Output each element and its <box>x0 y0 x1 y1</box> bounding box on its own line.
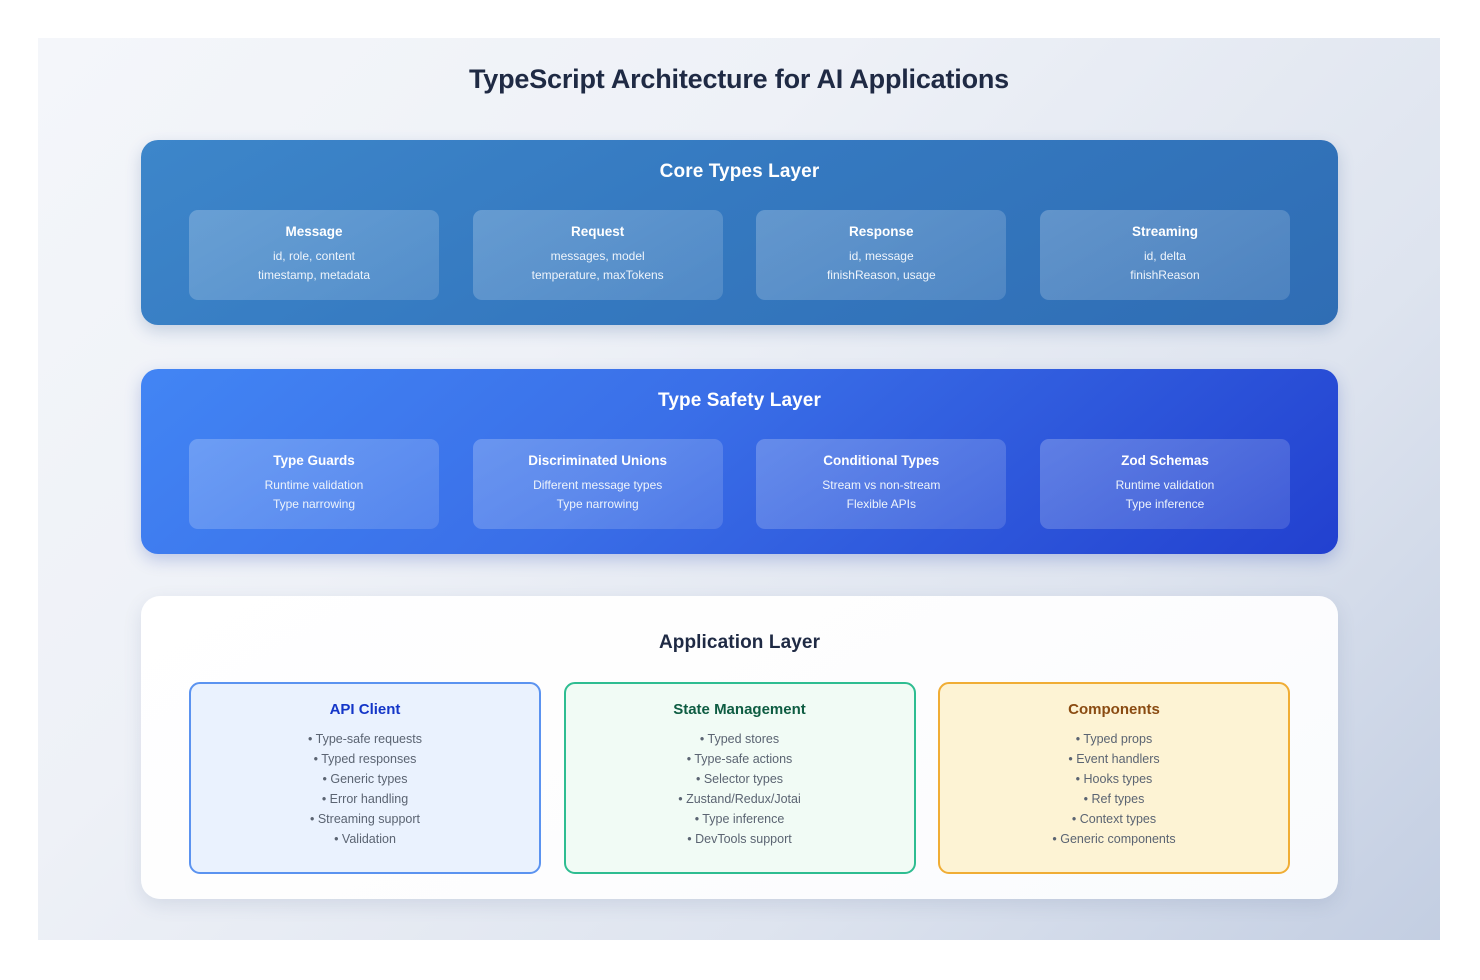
core-types-layer-heading: Core Types Layer <box>659 161 820 182</box>
card-line: Type narrowing <box>556 497 639 511</box>
bullet-item: • DevTools support <box>687 832 792 846</box>
core-types-card-row: Message id, role, content timestamp, met… <box>141 210 1338 300</box>
diagram-canvas: TypeScript Architecture for AI Applicati… <box>38 38 1440 940</box>
bullet-item: • Type-safe actions <box>686 752 793 766</box>
bullet-item: • Error handling <box>321 792 409 806</box>
card-title: Components <box>1068 701 1160 718</box>
bullet-item: • Type inference <box>694 812 785 826</box>
card-title: Message <box>285 224 343 239</box>
type-safety-card-row: Type Guards Runtime validation Type narr… <box>141 439 1338 529</box>
core-types-layer: Core Types Layer Message id, role, conte… <box>141 140 1338 325</box>
card-title: Request <box>571 224 625 239</box>
card-line: Stream vs non-stream <box>822 478 941 492</box>
card-line: Type inference <box>1125 497 1205 511</box>
core-type-card-response[interactable]: Response id, message finishReason, usage <box>756 210 1007 300</box>
card-line: Runtime validation <box>1115 478 1215 492</box>
bullet-item: • Generic types <box>322 772 408 786</box>
application-layer-heading: Application Layer <box>658 632 821 653</box>
core-type-card-request[interactable]: Request messages, model temperature, max… <box>472 210 723 300</box>
card-title: Discriminated Unions <box>528 453 668 468</box>
bullet-item: • Context types <box>1071 812 1157 826</box>
type-safety-card-type-guards[interactable]: Type Guards Runtime validation Type narr… <box>189 439 439 529</box>
bullet-item: • Event handlers <box>1068 752 1160 766</box>
card-line: id, delta <box>1143 249 1186 263</box>
card-line: Flexible APIs <box>846 497 916 511</box>
card-title: Type Guards <box>273 453 355 468</box>
bullet-item: • Typed props <box>1075 732 1153 746</box>
bullet-item: • Selector types <box>695 772 784 786</box>
bullet-item: • Validation <box>334 832 396 846</box>
type-safety-layer: Type Safety Layer Type Guards Runtime va… <box>141 369 1338 554</box>
card-title: Conditional Types <box>823 453 940 468</box>
app-card-state-management[interactable]: State Management • Typed stores • Type-s… <box>563 682 916 874</box>
page-title: TypeScript Architecture for AI Applicati… <box>469 64 1009 94</box>
bullet-item: • Ref types <box>1083 792 1145 806</box>
card-line: messages, model <box>550 249 645 263</box>
card-line: Runtime validation <box>264 478 364 492</box>
card-line: Type narrowing <box>272 497 356 511</box>
app-card-components[interactable]: Components • Typed props • Event handler… <box>938 682 1290 874</box>
card-title: Streaming <box>1131 224 1198 239</box>
card-title: API Client <box>329 701 401 718</box>
bullet-item: • Streaming support <box>310 812 420 826</box>
card-line: finishReason, usage <box>826 268 936 282</box>
type-safety-card-conditional-types[interactable]: Conditional Types Stream vs non-stream F… <box>756 439 1007 529</box>
type-safety-layer-heading: Type Safety Layer <box>658 390 821 411</box>
bullet-item: • Generic components <box>1052 832 1176 846</box>
app-card-api-client[interactable]: API Client • Type-safe requests • Typed … <box>189 682 541 874</box>
bullet-item: • Type-safe requests <box>308 732 422 746</box>
card-line: finishReason <box>1130 268 1200 282</box>
card-title: Response <box>849 224 914 239</box>
core-type-card-message[interactable]: Message id, role, content timestamp, met… <box>189 210 439 300</box>
card-line: Different message types <box>533 478 663 492</box>
bullet-item: • Zustand/Redux/Jotai <box>678 792 801 806</box>
card-title: State Management <box>673 701 806 718</box>
card-line: id, role, content <box>272 249 356 263</box>
core-type-card-streaming[interactable]: Streaming id, delta finishReason <box>1039 210 1290 300</box>
card-line: temperature, maxTokens <box>531 268 664 282</box>
bullet-item: • Typed responses <box>313 752 417 766</box>
application-layer: Application Layer API Client • Type-safe… <box>141 596 1338 899</box>
card-line: timestamp, metadata <box>257 268 371 282</box>
card-line: id, message <box>848 249 914 263</box>
type-safety-card-discriminated-unions[interactable]: Discriminated Unions Different message t… <box>472 439 723 529</box>
type-safety-card-zod-schemas[interactable]: Zod Schemas Runtime validation Type infe… <box>1039 439 1290 529</box>
application-card-row: API Client • Type-safe requests • Typed … <box>141 682 1338 874</box>
bullet-item: • Typed stores <box>699 732 780 746</box>
bullet-item: • Hooks types <box>1075 772 1153 786</box>
card-title: Zod Schemas <box>1121 453 1209 468</box>
